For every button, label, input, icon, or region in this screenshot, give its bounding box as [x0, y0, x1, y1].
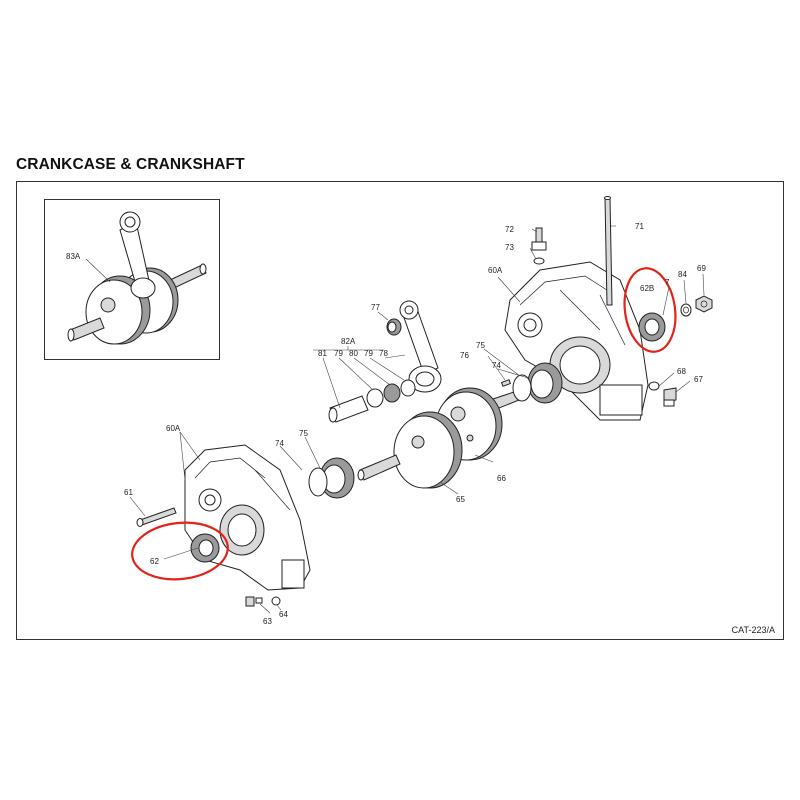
ring-75-right	[512, 374, 532, 402]
part-label-67: 67	[694, 375, 703, 384]
part-label-73: 73	[505, 243, 514, 252]
washer-84	[680, 303, 692, 317]
small-end-bearing-77	[386, 318, 402, 336]
nut-69	[695, 295, 713, 313]
key-76	[500, 379, 512, 387]
big-end-bearing-80	[383, 383, 401, 403]
part-label-69: 69	[697, 264, 706, 273]
part-label-78: 78	[379, 349, 388, 358]
part-label-60a-right: 60A	[488, 266, 503, 275]
part-label-77: 77	[371, 303, 380, 312]
part-label-71: 71	[635, 222, 644, 231]
part-label-63: 63	[263, 617, 272, 626]
part-label-82a: 82A	[341, 337, 356, 346]
leader-lines	[129, 225, 705, 614]
fitting-72	[531, 227, 547, 251]
part-label-66: 66	[497, 474, 506, 483]
part-label-7: 7	[665, 278, 670, 287]
washer-64	[271, 596, 281, 606]
part-label-75-right: 75	[476, 341, 485, 350]
part-label-83a: 83A	[66, 252, 81, 261]
inset-crankshaft-assembly	[67, 211, 207, 345]
catalog-reference: CAT-223/A	[732, 625, 775, 635]
bearing-74-right	[527, 362, 563, 404]
plug-67	[663, 387, 677, 407]
washer-68	[648, 381, 660, 391]
oil-seal-62b	[638, 312, 666, 342]
diagram-frame	[16, 181, 784, 640]
oil-seal-62	[190, 533, 220, 563]
part-label-79b: 79	[364, 349, 373, 358]
ring-75-left	[308, 467, 328, 497]
part-label-65: 65	[456, 495, 465, 504]
part-label-60a-left: 60A	[166, 424, 181, 433]
left-crankcase-half	[184, 444, 311, 591]
part-label-74-right: 74	[492, 361, 501, 370]
washer-73	[533, 257, 545, 265]
crank-flywheel-65	[357, 411, 463, 489]
part-label-64: 64	[279, 610, 288, 619]
part-label-72: 72	[505, 225, 514, 234]
part-label-62: 62	[150, 557, 159, 566]
part-label-74-left: 74	[275, 439, 284, 448]
connecting-rod-82a	[399, 300, 442, 393]
part-label-62b: 62B	[640, 284, 654, 293]
bearing-74-left	[319, 457, 355, 499]
page-title: CRANKCASE & CRANKSHAFT	[16, 156, 245, 173]
part-label-79a: 79	[334, 349, 343, 358]
screw-61	[136, 507, 177, 527]
part-label-75-left: 75	[299, 429, 308, 438]
part-label-81: 81	[318, 349, 327, 358]
highlight-ellipse-62b	[623, 267, 677, 353]
part-label-61: 61	[124, 488, 133, 497]
thrust-washer-79a	[366, 388, 384, 408]
part-label-76: 76	[460, 351, 469, 360]
stud-71	[604, 196, 613, 306]
screw-63	[245, 596, 263, 607]
part-label-68: 68	[677, 367, 686, 376]
highlight-ellipse-62	[131, 521, 229, 581]
inset-frame	[44, 199, 220, 360]
part-label-84: 84	[678, 270, 687, 279]
part-label-80: 80	[349, 349, 358, 358]
thrust-washer-79b	[400, 379, 416, 397]
crank-pin-81	[328, 395, 369, 423]
